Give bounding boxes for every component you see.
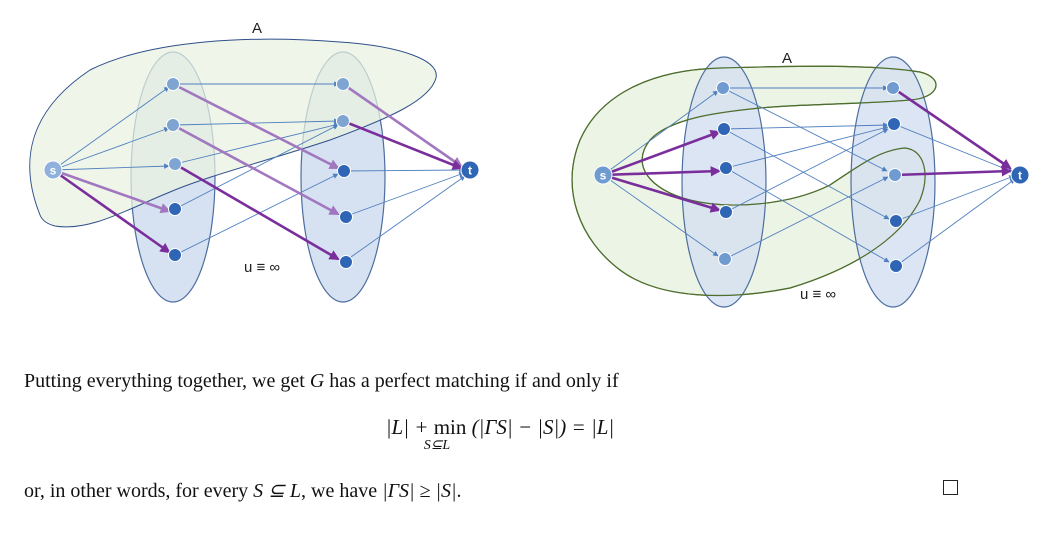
hall-inequality: |ΓS| ≥ |S| — [382, 480, 457, 502]
node — [889, 259, 903, 273]
thin-edges — [602, 85, 1016, 267]
sink-label: t — [468, 164, 472, 178]
statement-prefix: Putting everything together, we get — [24, 370, 305, 392]
capacity-note: u ≡ ∞ — [244, 259, 280, 276]
min-subscript: S⊆L — [423, 438, 451, 453]
conclusion-mid: , we have — [301, 480, 378, 502]
node — [718, 252, 732, 266]
node — [339, 210, 353, 224]
right-network-diagram: s t A u ≡ ∞ — [571, 50, 1030, 308]
node — [336, 114, 350, 128]
qed-box — [943, 480, 958, 495]
node — [336, 77, 350, 91]
flow-network-figure: s t A u ≡ ∞ — [29, 20, 1030, 308]
node — [887, 117, 901, 131]
thick-edges — [52, 82, 463, 261]
thick-edges — [602, 86, 1013, 213]
node — [719, 161, 733, 175]
graph-variable: G — [309, 370, 325, 392]
capacity-note: u ≡ ∞ — [800, 286, 836, 303]
conclusion-line: or, in other words, for every S ⊆ L, we … — [24, 478, 461, 503]
left-partition-ellipse — [681, 56, 767, 308]
display-equation: |L| + min S⊆L (|ΓS| − |S|) = |L| — [0, 415, 1000, 453]
set-a-label: A — [782, 50, 792, 67]
subset-condition: S ⊆ L — [253, 480, 302, 502]
source-node — [43, 160, 63, 180]
thin-edges — [52, 81, 466, 263]
source-label: s — [600, 169, 607, 183]
node — [716, 81, 730, 95]
node — [886, 81, 900, 95]
sink-node — [460, 160, 480, 180]
source-node — [593, 165, 613, 185]
node — [166, 77, 180, 91]
nodes — [593, 81, 1030, 273]
min-text: min — [433, 415, 467, 439]
conclusion-end: . — [456, 480, 462, 502]
nodes — [43, 77, 480, 269]
node — [888, 168, 902, 182]
sink-label: t — [1018, 169, 1022, 183]
node — [166, 118, 180, 132]
node — [168, 157, 182, 171]
sink-node — [1010, 165, 1030, 185]
eq-left: |L| + — [385, 415, 429, 439]
node — [339, 255, 353, 269]
eq-body: (|ΓS| − |S|) = |L| — [471, 415, 615, 439]
node — [337, 164, 351, 178]
node — [168, 202, 182, 216]
node — [717, 122, 731, 136]
set-a-label: A — [252, 20, 262, 37]
node — [889, 214, 903, 228]
conclusion-prefix: or, in other words, for every — [24, 480, 249, 502]
min-operator: min S⊆L — [424, 415, 467, 453]
statement-suffix: has a perfect matching if and only if — [329, 370, 619, 392]
node — [719, 205, 733, 219]
right-partition-ellipse — [850, 56, 936, 308]
source-label: s — [50, 164, 57, 178]
node — [168, 248, 182, 262]
left-network-diagram: s t A u ≡ ∞ — [29, 20, 480, 303]
statement-line: Putting everything together, we get G ha… — [24, 370, 619, 393]
